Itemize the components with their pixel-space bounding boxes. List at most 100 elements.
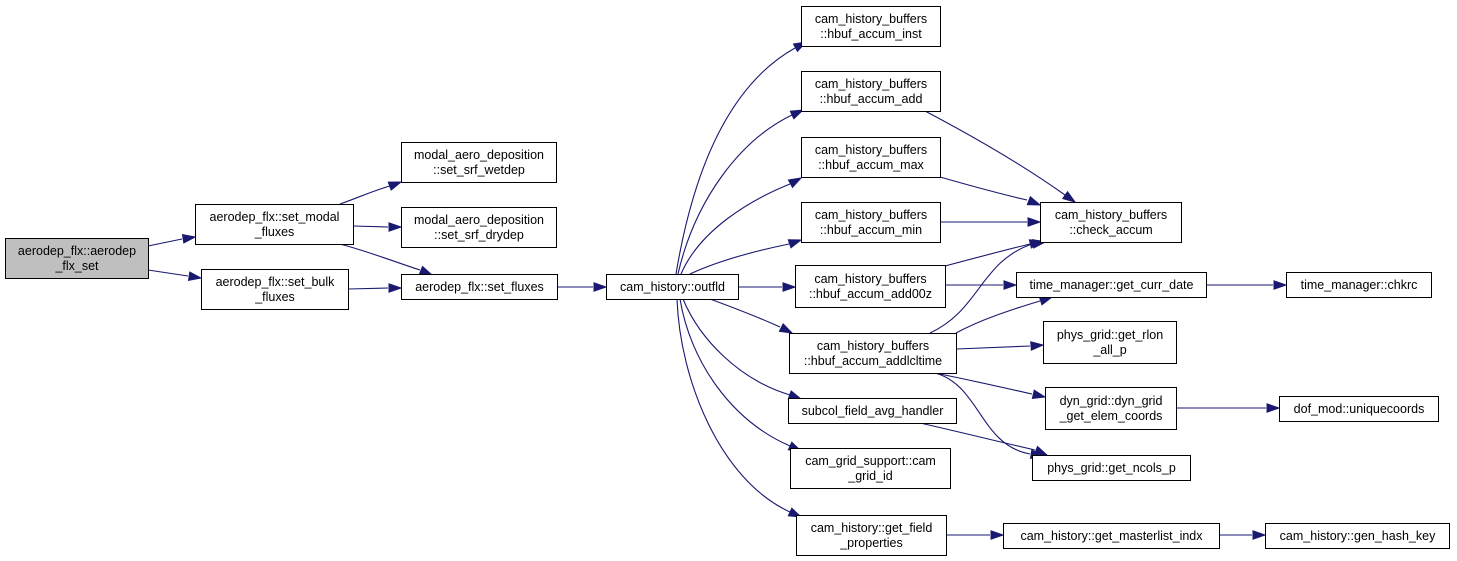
edge-hbuf-add00z-to-curr-date	[945, 280, 1018, 290]
node-set-modal[interactable]: aerodep_flx::set_modal_fluxes	[195, 204, 354, 245]
node-box	[201, 269, 349, 310]
edge-subcol-to-ncols	[919, 422, 1049, 456]
node-hbuf-max[interactable]: cam_history_buffers::hbuf_accum_max	[801, 137, 941, 178]
node-label: ::hbuf_accum_max	[818, 158, 924, 172]
edge-line	[677, 114, 793, 275]
node-wetdep[interactable]: modal_aero_deposition::set_srf_wetdep	[401, 142, 557, 183]
edge-line	[147, 238, 183, 247]
edge-hbuf-addlcl-to-curr-date	[955, 296, 1054, 334]
node-box	[1045, 387, 1177, 430]
edge-set-modal-to-wetdep	[339, 181, 403, 205]
edge-line	[339, 185, 391, 205]
edge-arrowhead	[1061, 190, 1077, 203]
edge-arrowhead	[388, 222, 403, 232]
edge-hbuf-min-to-check-accum	[940, 217, 1042, 227]
node-box	[801, 71, 941, 112]
edge-set-modal-to-set-fluxes	[339, 243, 434, 276]
edge-line	[955, 300, 1041, 334]
node-box	[1043, 321, 1177, 364]
edge-outfld-to-grid-id	[679, 298, 803, 452]
node-label: cam_history::get_masterlist_indx	[1020, 529, 1203, 543]
node-box	[801, 137, 941, 178]
node-label: subcol_field_avg_handler	[802, 404, 944, 418]
edge-arrowhead	[787, 177, 803, 189]
node-label: _properties	[839, 536, 903, 550]
node-label: aerodep_flx::set_bulk	[216, 275, 336, 289]
node-root[interactable]: aerodep_flx::aerodep_flx_set	[5, 238, 149, 279]
edge-arrowhead	[1026, 195, 1042, 206]
edge-line	[675, 47, 796, 275]
node-label: _fluxes	[254, 225, 295, 239]
node-curr-date[interactable]: time_manager::get_curr_date	[1016, 272, 1207, 298]
node-label: aerodep_flx::set_fluxes	[415, 280, 544, 294]
edge-line	[147, 269, 189, 277]
edge-arrowhead	[787, 390, 803, 400]
node-hbuf-add[interactable]: cam_history_buffers::hbuf_accum_add	[801, 71, 941, 112]
node-box	[1286, 272, 1432, 298]
edge-arrowhead	[1252, 530, 1267, 540]
node-uniquecoords[interactable]: dof_mod::uniquecoords	[1279, 396, 1439, 422]
node-get-field[interactable]: cam_history::get_field_properties	[796, 515, 947, 556]
node-subcol[interactable]: subcol_field_avg_handler	[788, 398, 957, 424]
node-label: _grid_id	[847, 469, 893, 483]
node-box	[1265, 523, 1450, 549]
edge-set-bulk-to-set-fluxes	[347, 283, 403, 293]
node-drydep[interactable]: modal_aero_deposition::set_srf_drydep	[401, 207, 557, 248]
node-elem-coords[interactable]: dyn_grid::dyn_grid_get_elem_coords	[1045, 387, 1177, 430]
node-box	[1003, 523, 1220, 549]
node-label: time_manager::chkrc	[1301, 278, 1418, 292]
edge-line	[680, 183, 791, 275]
node-hbuf-addlcl[interactable]: cam_history_buffers::hbuf_accum_addlclti…	[789, 333, 957, 374]
node-ncols[interactable]: phys_grid::get_ncols_p	[1032, 455, 1191, 481]
node-label: phys_grid::get_ncols_p	[1047, 461, 1176, 475]
edge-line	[339, 243, 421, 271]
node-label: phys_grid::get_rlon	[1057, 328, 1163, 342]
edge-arrowhead	[1266, 403, 1281, 413]
edge-elem-coords-to-uniquecoords	[1176, 403, 1281, 413]
node-set-fluxes[interactable]: aerodep_flx::set_fluxes	[401, 274, 558, 300]
edge-hbuf-add-to-check-accum	[924, 110, 1077, 203]
node-box	[790, 448, 951, 489]
node-hbuf-inst[interactable]: cam_history_buffers::hbuf_accum_inst	[801, 6, 941, 47]
edge-line	[944, 243, 1031, 267]
edge-line	[689, 243, 790, 275]
edge-arrowhead	[1033, 445, 1049, 456]
node-hbuf-min[interactable]: cam_history_buffers::hbuf_accum_min	[801, 202, 941, 243]
node-masterlist[interactable]: cam_history::get_masterlist_indx	[1003, 523, 1220, 549]
node-label: cam_grid_support::cam	[805, 454, 936, 468]
edge-line	[929, 243, 1033, 334]
node-label: cam_history::get_field	[811, 521, 933, 535]
edge-hbuf-add00z-to-check-accum	[944, 239, 1044, 267]
edge-arrowhead	[388, 283, 403, 293]
node-label: aerodep_flx::set_modal	[210, 210, 340, 224]
edge-line	[709, 298, 781, 328]
node-box	[5, 238, 149, 279]
node-label: cam_history_buffers	[815, 143, 927, 157]
edge-line	[682, 298, 791, 396]
node-chkrc[interactable]: time_manager::chkrc	[1286, 272, 1432, 298]
node-box	[801, 202, 941, 243]
node-grid-id[interactable]: cam_grid_support::cam_grid_id	[790, 448, 951, 489]
node-label: cam_history_buffers	[814, 272, 926, 286]
node-label: _get_elem_coords	[1059, 409, 1163, 423]
edge-set-fluxes-to-outfld	[557, 282, 608, 292]
node-label: ::hbuf_accum_addlcltime	[804, 354, 942, 368]
edge-arrowhead	[787, 239, 803, 249]
edge-set-modal-to-drydep	[352, 222, 403, 232]
node-label: ::set_srf_wetdep	[433, 163, 525, 177]
node-label: aerodep_flx::aerodep	[18, 244, 136, 258]
node-check-accum[interactable]: cam_history_buffers::check_accum	[1040, 202, 1182, 243]
edge-outfld-to-hbuf-add	[677, 109, 805, 275]
node-set-bulk[interactable]: aerodep_flx::set_bulk_fluxes	[201, 269, 349, 310]
edge-arrowhead	[782, 282, 797, 292]
edge-get-field-to-masterlist	[946, 530, 1005, 540]
node-rlon[interactable]: phys_grid::get_rlon_all_p	[1043, 321, 1177, 364]
node-hbuf-add00z[interactable]: cam_history_buffers::hbuf_accum_add00z	[795, 265, 946, 308]
node-box	[1279, 396, 1439, 422]
edge-arrowhead	[1273, 280, 1288, 290]
edge-outfld-to-subcol	[682, 298, 803, 400]
node-label: dof_mod::uniquecoords	[1294, 402, 1425, 416]
node-hash-key[interactable]: cam_history::gen_hash_key	[1265, 523, 1450, 549]
node-outfld[interactable]: cam_history::outfld	[606, 274, 739, 300]
